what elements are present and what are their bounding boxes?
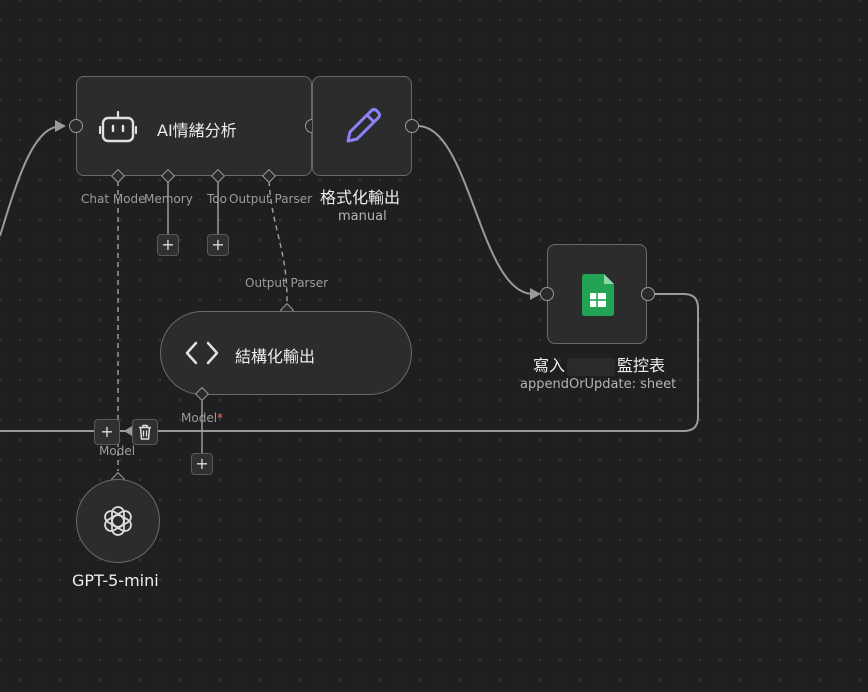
structured-model-port-text: Model	[181, 411, 218, 425]
openai-icon	[101, 504, 135, 538]
parser-input-label: Output Parser	[245, 276, 329, 290]
edge-incoming-ai	[0, 125, 63, 237]
gpt-model-port-label: Model	[99, 444, 136, 458]
trash-icon	[138, 424, 152, 444]
gpt-model-title: GPT-5-mini	[72, 571, 159, 590]
tool-port-label: Too	[207, 192, 227, 206]
format-output-subtitle: manual	[338, 209, 387, 224]
google-sheets-icon	[582, 274, 614, 316]
format-output-title: 格式化輸出	[320, 188, 401, 207]
ai-agent-input-handle[interactable]	[69, 119, 83, 133]
robot-icon	[98, 109, 138, 145]
google-sheets-node[interactable]	[547, 244, 647, 344]
pencil-icon	[342, 105, 384, 147]
add-memory-button[interactable]: +	[157, 234, 179, 256]
chat-model-port-label: Chat Mode	[81, 192, 146, 206]
add-on-connection-button[interactable]: +	[94, 419, 120, 445]
structured-output-title: 結構化輸出	[235, 347, 316, 366]
memory-port-label: Memory	[144, 192, 193, 206]
edge-format-to-sheets	[417, 125, 534, 295]
google-sheets-output-handle[interactable]	[641, 287, 655, 301]
output-parser-port-label: Output Parser	[229, 192, 313, 206]
ai-agent-title: AI情緒分析	[157, 121, 237, 140]
sheets-title-suffix: 監控表	[617, 356, 666, 375]
google-sheets-input-handle[interactable]	[540, 287, 554, 301]
sheets-title-prefix: 寫入	[533, 356, 566, 375]
format-output-output-handle[interactable]	[405, 119, 419, 133]
delete-connection-button[interactable]	[132, 419, 158, 445]
gpt-model-node[interactable]	[76, 479, 160, 563]
add-tool-button[interactable]: +	[207, 234, 229, 256]
ai-agent-node[interactable]: AI情緒分析	[76, 76, 312, 176]
structured-model-port-label: Model*	[181, 411, 223, 425]
required-marker: *	[217, 411, 224, 425]
structured-output-node[interactable]: 結構化輸出	[160, 311, 412, 395]
google-sheets-subtitle: appendOrUpdate: sheet	[520, 377, 677, 392]
google-sheets-title: 寫入 監控表	[533, 352, 665, 376]
format-output-node[interactable]	[312, 76, 412, 176]
code-brackets-icon	[185, 340, 219, 366]
redacted-block	[567, 357, 616, 376]
add-structured-model-button[interactable]: +	[191, 453, 213, 475]
